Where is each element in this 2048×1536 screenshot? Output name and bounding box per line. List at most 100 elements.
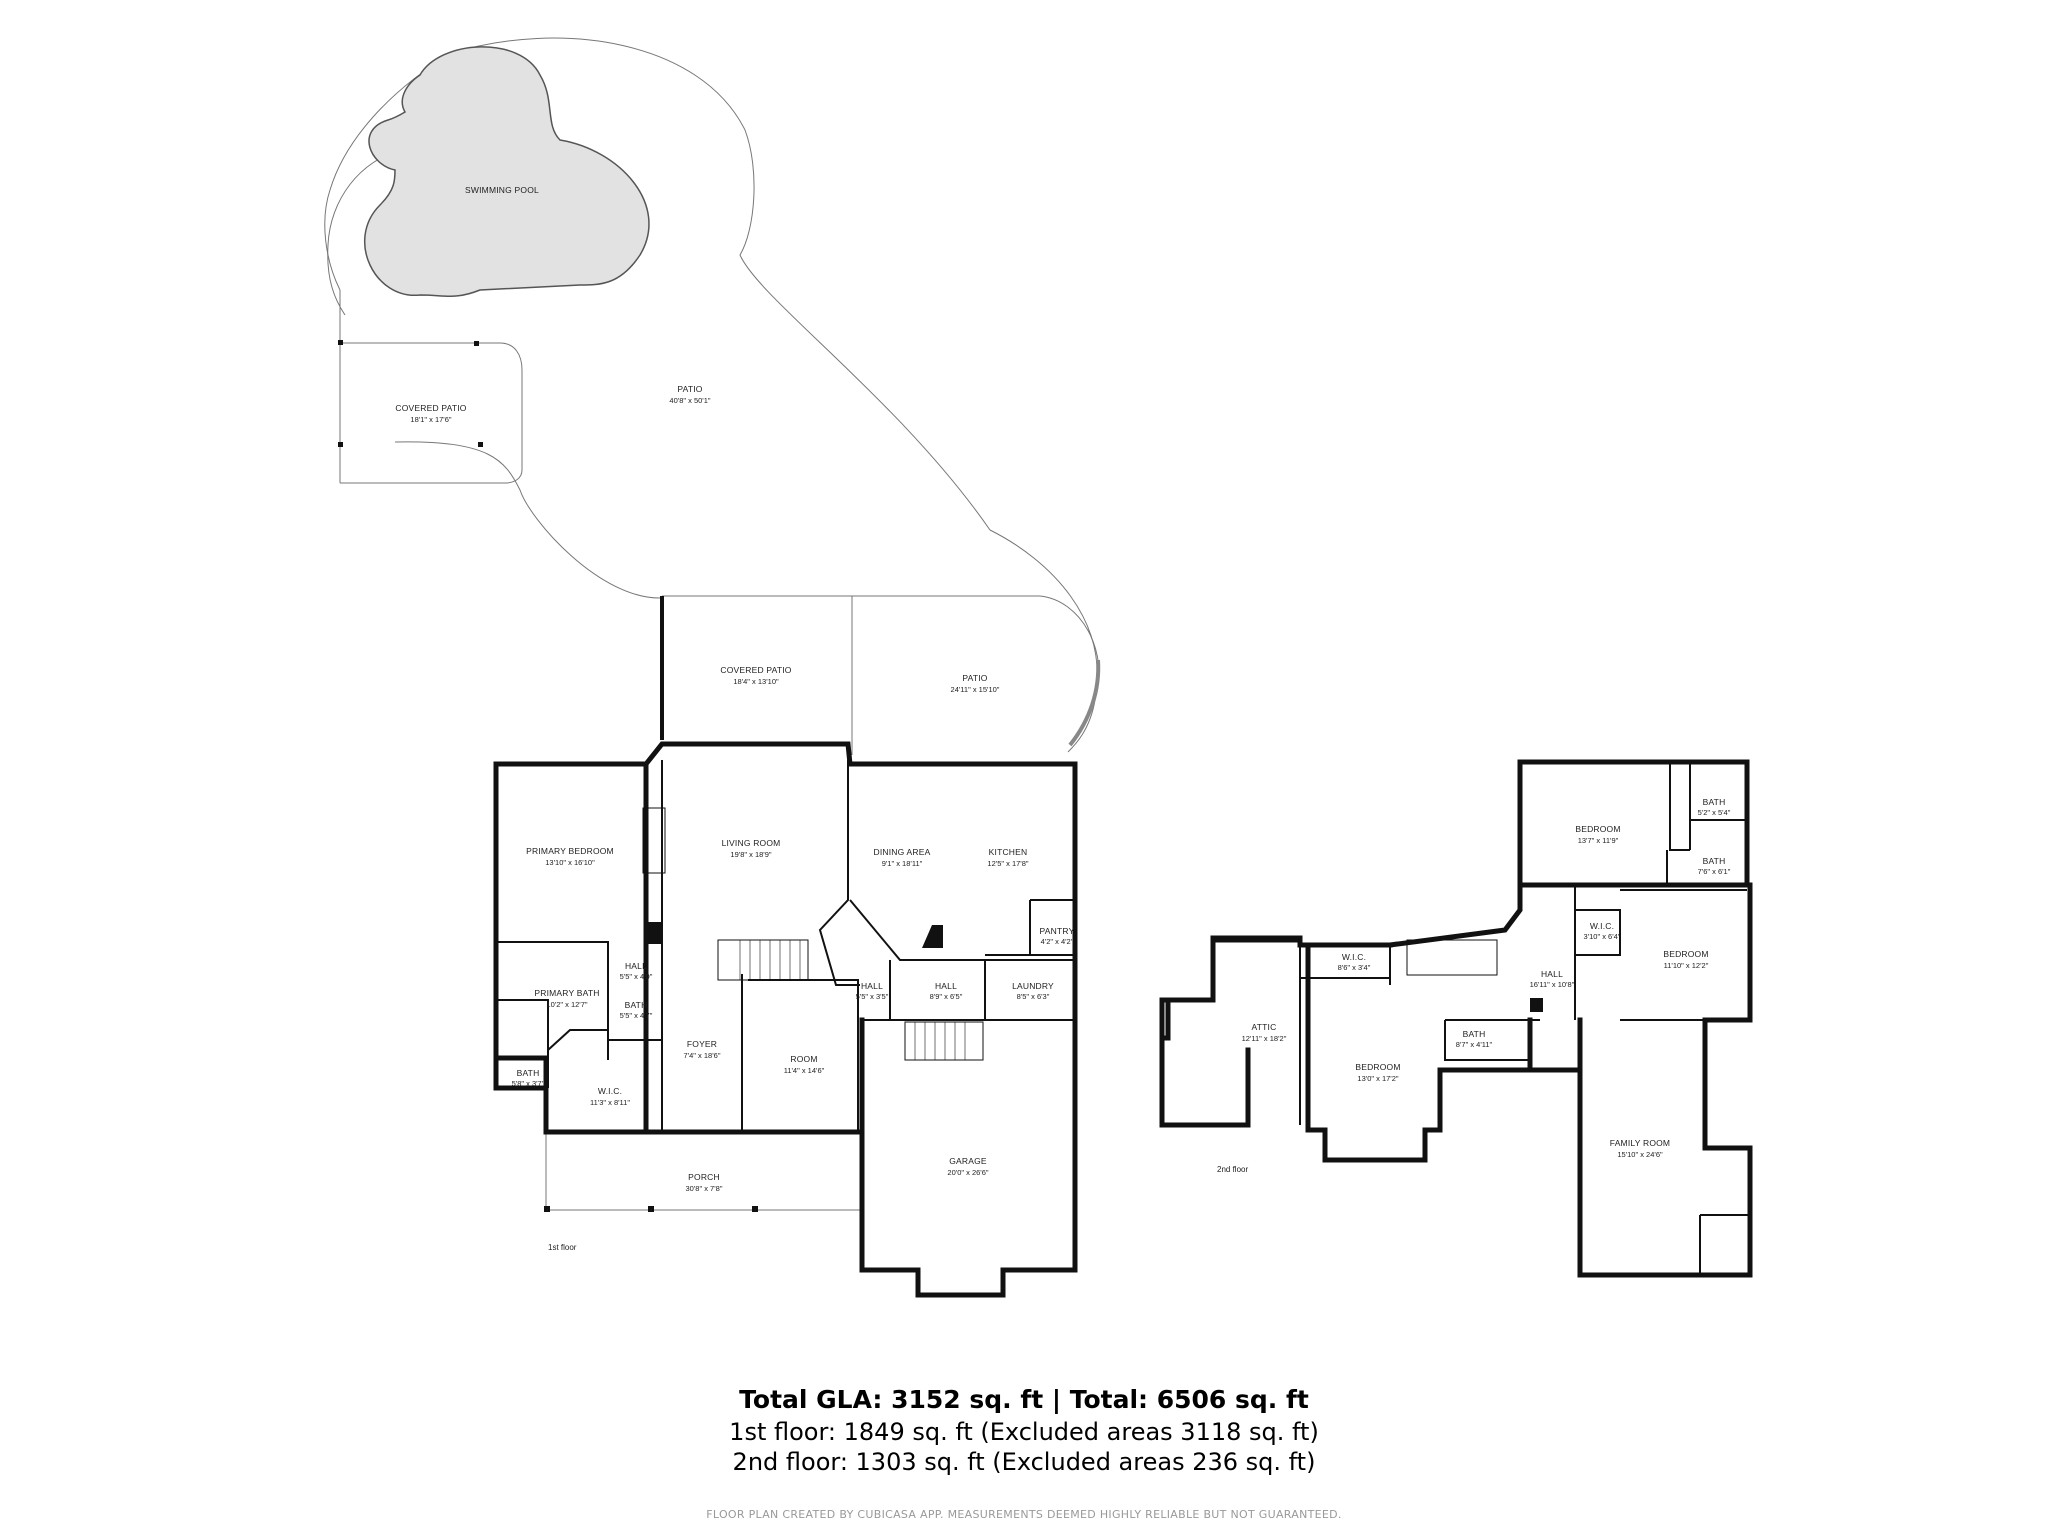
room-name: PRIMARY BATH bbox=[534, 988, 599, 998]
room-dims: 11'10" x 12'2" bbox=[1664, 961, 1709, 970]
first-floor-labels: SWIMMING POOL COVERED PATIO 18'1" x 17'6… bbox=[395, 185, 1074, 1252]
first-floor-area: 1st floor: 1849 sq. ft (Excluded areas 3… bbox=[729, 1418, 1319, 1446]
room-dims: 5'8" x 3'7" bbox=[512, 1079, 545, 1088]
swimming-pool-shape bbox=[363, 46, 650, 297]
room-dims: 7'4" x 18'6" bbox=[684, 1051, 721, 1060]
room-name: HALL bbox=[935, 981, 957, 991]
room-name: BEDROOM bbox=[1663, 949, 1708, 959]
patio-post bbox=[338, 340, 343, 345]
room-name: ATTIC bbox=[1252, 1022, 1277, 1032]
room-name: HALL bbox=[625, 961, 647, 971]
patio-curved-edge bbox=[1068, 659, 1101, 747]
room-name: W.I.C. bbox=[1590, 921, 1614, 931]
structural-post bbox=[644, 922, 663, 944]
stairs bbox=[717, 939, 984, 1061]
room-dims: 12'11" x 18'2" bbox=[1242, 1034, 1287, 1043]
room-name: FOYER bbox=[687, 1039, 717, 1049]
room-name: BATH bbox=[1703, 797, 1726, 807]
room-dims: 11'3" x 8'11" bbox=[590, 1098, 630, 1107]
room-name: BEDROOM bbox=[1575, 824, 1620, 834]
room-dims: 10'2" x 12'7" bbox=[546, 1000, 587, 1009]
total-area-summary: Total GLA: 3152 sq. ft | Total: 6506 sq.… bbox=[739, 1385, 1309, 1414]
first-floor-walls bbox=[493, 741, 1078, 1298]
second-floor-area: 2nd floor: 1303 sq. ft (Excluded areas 2… bbox=[732, 1448, 1316, 1476]
outdoor-areas bbox=[324, 37, 1101, 1212]
room-dims: 3'10" x 6'4" bbox=[1584, 932, 1621, 941]
structural-post bbox=[1530, 998, 1543, 1012]
room-dims: 8'5" x 6'3" bbox=[1017, 992, 1050, 1001]
room-dims: 13'7" x 11'9" bbox=[1578, 836, 1619, 845]
room-dims: 5'5" x 3'5" bbox=[856, 992, 889, 1001]
porch-outline bbox=[545, 1132, 862, 1211]
room-name: W.I.C. bbox=[598, 1086, 622, 1096]
porch-post bbox=[544, 1206, 550, 1212]
room-dims: 12'5" x 17'8" bbox=[987, 859, 1028, 868]
room-dims: 40'8" x 50'1" bbox=[669, 396, 710, 405]
room-name: PRIMARY BEDROOM bbox=[526, 846, 614, 856]
second-floor-interior-walls bbox=[1299, 762, 1750, 1275]
patio-outline bbox=[324, 37, 1098, 753]
fireplace bbox=[642, 807, 666, 874]
room-dims: 8'7" x 4'11" bbox=[1456, 1040, 1493, 1049]
room-name: BEDROOM bbox=[1355, 1062, 1400, 1072]
porch-post bbox=[648, 1206, 654, 1212]
room-name: PORCH bbox=[688, 1172, 720, 1182]
room-name: COVERED PATIO bbox=[720, 665, 791, 675]
pool-deck-outline bbox=[327, 149, 403, 316]
room-dims: 11'4" x 14'6" bbox=[784, 1066, 825, 1075]
disclaimer-footer: FLOOR PLAN CREATED BY CUBICASA APP. MEAS… bbox=[706, 1508, 1342, 1521]
first-floor-exterior-wall bbox=[493, 741, 1078, 1298]
floor-label: 1st floor bbox=[548, 1243, 577, 1252]
room-name: PATIO bbox=[677, 384, 702, 394]
room-dims: 13'10" x 16'10" bbox=[545, 858, 595, 867]
room-name: BATH bbox=[517, 1068, 540, 1078]
room-name: GARAGE bbox=[949, 1156, 987, 1166]
room-dims: 18'1" x 17'6" bbox=[410, 415, 451, 424]
room-dims: 30'8" x 7'8" bbox=[686, 1184, 723, 1193]
room-dims: 13'0" x 17'2" bbox=[1357, 1074, 1398, 1083]
room-dims: 5'5" x 4'0" bbox=[620, 972, 653, 981]
room-name: PATIO bbox=[962, 673, 987, 683]
attic-nub bbox=[1159, 997, 1173, 1041]
first-floor-interior-walls bbox=[496, 760, 1076, 1132]
room-dims: 20'0" x 26'6" bbox=[947, 1168, 988, 1177]
room-dims: 5'5" x 4'7" bbox=[620, 1011, 653, 1020]
second-floor-walls bbox=[1159, 759, 1753, 1278]
room-dims: 8'9" x 6'5" bbox=[930, 992, 963, 1001]
patio-post bbox=[478, 442, 483, 447]
porch-post bbox=[752, 1206, 758, 1212]
room-name: LAUNDRY bbox=[1012, 981, 1054, 991]
room-name: FAMILY ROOM bbox=[1610, 1138, 1670, 1148]
room-dims: 24'11" x 15'10" bbox=[951, 685, 1000, 694]
second-floor-labels: BEDROOM 13'7" x 11'9" BATH 5'2" x 5'4" B… bbox=[1217, 797, 1731, 1174]
room-name: SWIMMING POOL bbox=[465, 185, 539, 195]
room-name: BATH bbox=[625, 1000, 648, 1010]
room-dims: 9'1" x 18'11" bbox=[882, 859, 923, 868]
room-dims: 8'6" x 3'4" bbox=[1338, 963, 1371, 972]
patio-post bbox=[338, 442, 343, 447]
room-name: HALL bbox=[1541, 969, 1563, 979]
room-dims: 18'4" x 13'10" bbox=[733, 677, 779, 686]
room-name: W.I.C. bbox=[1342, 952, 1366, 962]
room-dims: 16'11" x 10'8" bbox=[1530, 980, 1575, 989]
room-name: ROOM bbox=[790, 1054, 817, 1064]
room-name: DINING AREA bbox=[874, 847, 931, 857]
room-dims: 7'6" x 6'1" bbox=[1698, 867, 1731, 876]
room-dims: 5'2" x 5'4" bbox=[1698, 808, 1731, 817]
room-dims: 19'8" x 18'9" bbox=[730, 850, 771, 859]
covered-patio-upper-outline bbox=[340, 342, 523, 484]
room-name: HALL bbox=[861, 981, 883, 991]
room-dims: 4'2" x 4'2" bbox=[1041, 937, 1074, 946]
floor-label: 2nd floor bbox=[1217, 1165, 1248, 1174]
room-name: LIVING ROOM bbox=[722, 838, 781, 848]
room-name: PANTRY bbox=[1040, 926, 1075, 936]
room-name: KITCHEN bbox=[989, 847, 1028, 857]
room-name: COVERED PATIO bbox=[395, 403, 466, 413]
room-name: BATH bbox=[1703, 856, 1726, 866]
room-dims: 15'10" x 24'6" bbox=[1617, 1150, 1663, 1159]
structural-post bbox=[922, 925, 943, 948]
patio-post bbox=[474, 341, 479, 346]
stairs-2nd bbox=[1406, 939, 1498, 976]
room-name: BATH bbox=[1463, 1029, 1486, 1039]
